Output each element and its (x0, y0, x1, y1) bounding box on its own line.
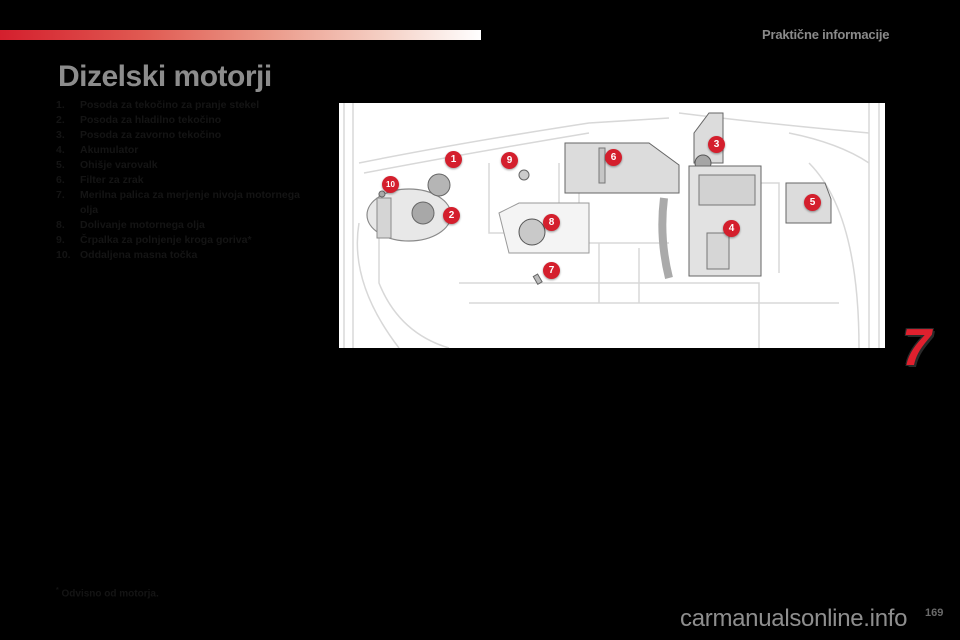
callout-8: 8 (543, 214, 560, 231)
legend-item: 5.Ohišje varovalk (56, 159, 158, 171)
component-legend: 1.Posoda za tekočino za pranje stekel 2.… (56, 98, 306, 263)
header-accent-bar (0, 30, 481, 40)
legend-item: 6.Filter za zrak (56, 174, 144, 186)
callout-5: 5 (804, 194, 821, 211)
callout-1: 1 (445, 151, 462, 168)
callout-9: 9 (501, 152, 518, 169)
legend-item: 4.Akumulator (56, 144, 139, 156)
footnote-text: Odvisno od motorja. (61, 588, 159, 600)
page-title: Dizelski motorji (58, 60, 272, 93)
callout-7: 7 (543, 262, 560, 279)
callout-3: 3 (708, 136, 725, 153)
chapter-number-badge: 7 (902, 319, 931, 377)
legend-item: 7.Merilna palica za merjenje nivoja moto… (56, 189, 300, 216)
section-title: Praktične informacije (762, 27, 890, 42)
legend-item: 8.Dolivanje motornega olja (56, 219, 205, 231)
legend-item: 10.Oddaljena masna točka (56, 249, 198, 261)
engine-bay-illustration (343, 103, 880, 348)
footnote-marker: * (56, 587, 59, 594)
callout-2: 2 (443, 207, 460, 224)
legend-item: 3.Posoda za zavorno tekočino (56, 129, 222, 141)
legend-item: 1.Posoda za tekočino za pranje stekel (56, 99, 260, 111)
callout-10: 10 (382, 176, 399, 193)
legend-item: 2.Posoda za hladilno tekočino (56, 114, 222, 126)
page-number: 169 (925, 607, 944, 619)
engine-bay-diagram: 1 2 3 4 5 6 7 8 9 10 (339, 103, 885, 348)
legend-item: 9.Črpalka za polnjenje kroga goriva* (56, 234, 252, 246)
footnote: * Odvisno od motorja. (56, 587, 159, 599)
watermark: carmanualsonline.info (680, 605, 908, 632)
callout-4: 4 (723, 220, 740, 237)
callout-6: 6 (605, 149, 622, 166)
